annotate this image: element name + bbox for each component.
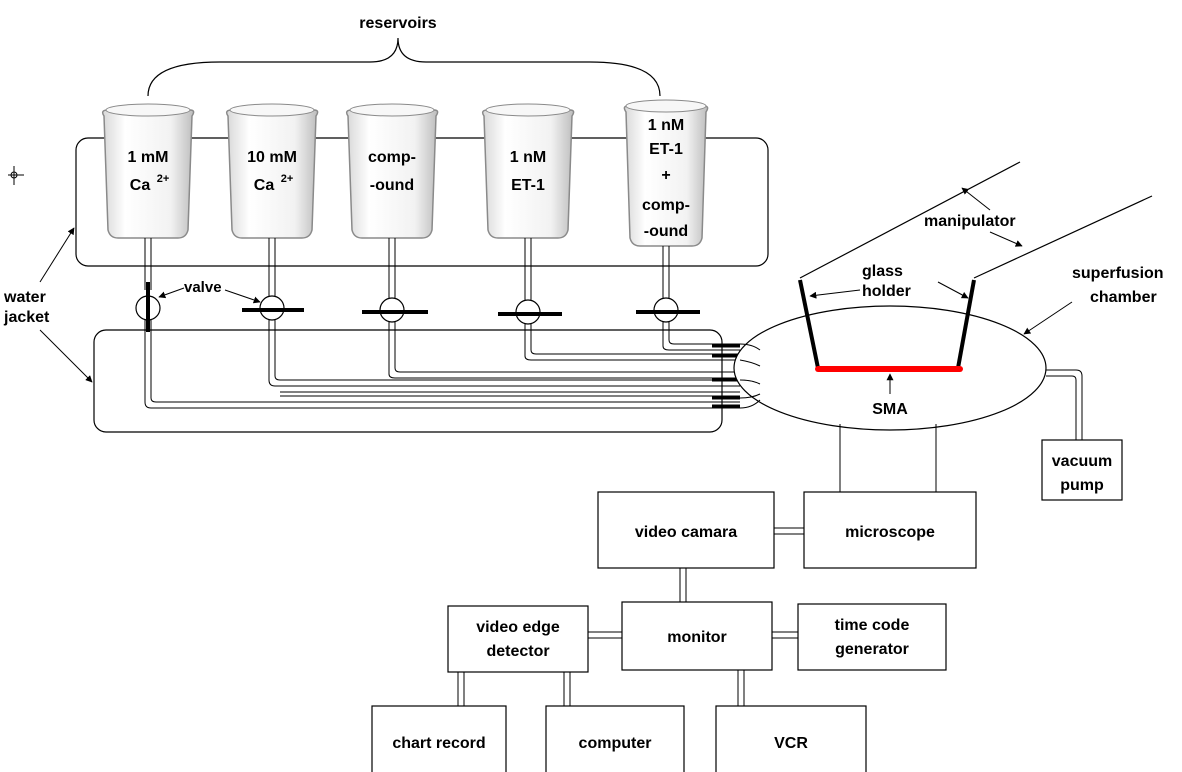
svg-text:ET-1: ET-1 [511,177,545,194]
microscope-stand [839,424,937,492]
edge-detector-box [447,605,589,673]
video-camera-label: video camara [635,524,737,541]
water-jacket-lower [93,329,723,433]
outlet-tubes [144,238,670,302]
time-code-box [797,603,947,671]
time-code-label-1: time code [835,617,910,634]
reservoir-label-3: comp- -ound [368,149,416,194]
edge-detector-label-2: detector [486,643,549,660]
tube-ends [712,344,740,408]
beaker-2 [225,103,319,239]
svg-text:-ound: -ound [370,177,414,194]
beaker-3 [345,103,439,239]
svg-text:Ca: Ca [254,177,275,194]
vacuum-pump-label-1: vacuum [1052,453,1112,470]
reservoirs-title: reservoirs [359,15,436,32]
reservoir-label-5: 1 nM ET-1 + comp- -ound [642,117,690,240]
water-jacket-label-2: jacket [3,309,50,326]
vcr-box [715,705,867,772]
valve-4 [498,299,562,325]
monitor-box [621,601,773,671]
monitor-label: monitor [667,629,727,646]
svg-text:+: + [661,167,670,184]
svg-text:-ound: -ound [644,223,688,240]
vcr-label: VCR [774,735,808,752]
svg-text:Ca: Ca [130,177,151,194]
valve-label: valve [184,279,222,296]
superfusion-label-1: superfusion [1072,265,1164,282]
video-camera-box [597,491,775,569]
glass-holder-label-1: glass [862,263,903,280]
reservoir-label-2: 10 mM Ca 2+ [247,149,297,194]
valve-3 [362,297,428,323]
svg-text:comp-: comp- [368,149,416,166]
microscope-label: microscope [845,524,935,541]
glass-holder-label-2: holder [862,283,911,300]
svg-text:1 mM: 1 mM [128,149,169,166]
beaker-4 [481,103,575,239]
reservoir-label-4: 1 nM ET-1 [510,149,546,194]
sma-label: SMA [872,401,908,418]
chamber-inlet-curls [739,343,761,409]
svg-text:2+: 2+ [281,173,294,185]
glass-holder [798,279,976,369]
crosshair-icon [8,166,24,185]
superfusion-label-2: chamber [1090,289,1157,306]
valve-1 [135,282,161,332]
reservoirs-brace [147,37,661,97]
valve-2 [242,295,304,321]
cable-connectors [457,527,804,706]
edge-detector-label-1: video edge [476,619,560,636]
valve-5 [636,297,700,323]
time-code-label-2: generator [835,641,909,658]
tubing-lines [144,320,740,409]
water-jacket-label-1: water [3,289,46,306]
chart-record-box [371,705,507,772]
vacuum-pump-label-2: pump [1060,477,1104,494]
manipulator-label: manipulator [924,213,1016,230]
vacuum-tube [1046,369,1083,440]
microscope-box [803,491,977,569]
svg-text:10 mM: 10 mM [247,149,297,166]
beaker-1 [101,103,195,239]
svg-text:2+: 2+ [157,173,170,185]
computer-label: computer [579,735,652,752]
chart-record-label: chart record [392,735,485,752]
svg-text:comp-: comp- [642,197,690,214]
computer-box [545,705,685,772]
manipulator [799,161,1153,279]
svg-text:1 nM: 1 nM [648,117,684,134]
svg-text:1 nM: 1 nM [510,149,546,166]
svg-text:ET-1: ET-1 [649,141,683,158]
beaker-5 [623,99,709,247]
vacuum-pump-box [1041,439,1123,501]
reservoir-label-1: 1 mM Ca 2+ [128,149,170,194]
